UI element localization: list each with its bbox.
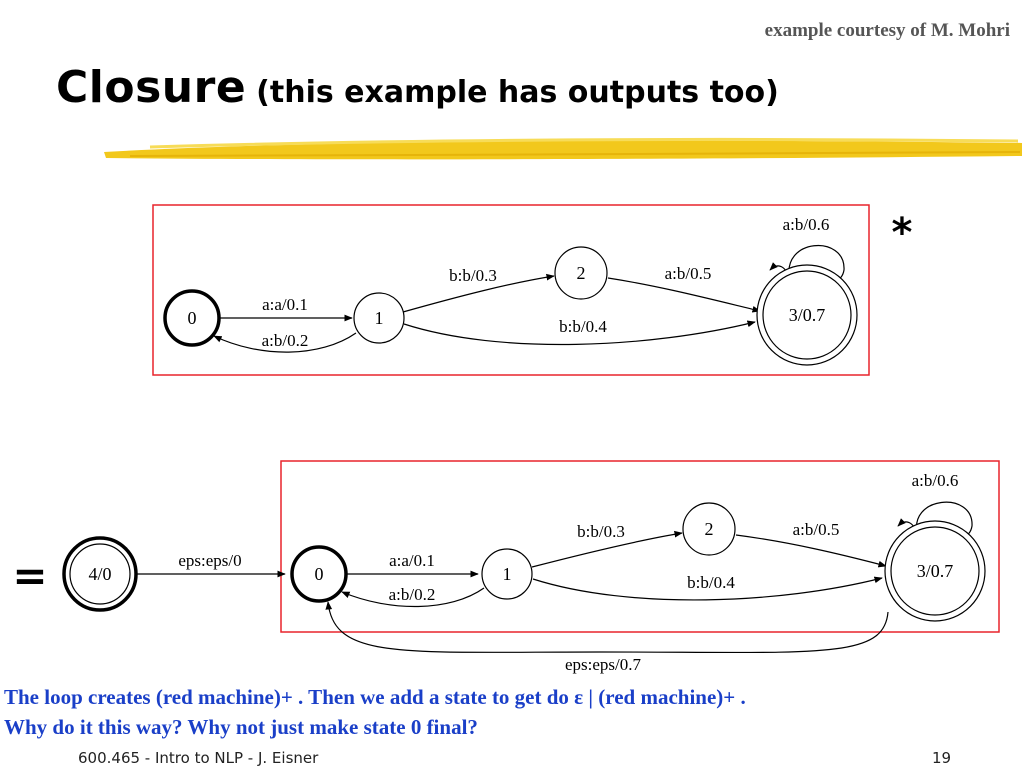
bottom-state-3-label: 3/0.7 bbox=[917, 561, 954, 581]
bottom-arc-label-1-2: b:b/0.3 bbox=[577, 522, 625, 541]
caption: The loop creates (red machine)+ . Then w… bbox=[4, 682, 1022, 742]
bottom-state-2 bbox=[682, 502, 736, 556]
bottom-arc-label-1-0: a:b/0.2 bbox=[389, 585, 436, 604]
top-state-0 bbox=[163, 289, 221, 347]
top-state-2 bbox=[554, 246, 608, 300]
bottom-arc-label-0-1: a:a/0.1 bbox=[389, 551, 435, 570]
bottom-arc-1-2 bbox=[531, 530, 683, 568]
top-state-3-inner bbox=[762, 270, 852, 360]
equals-operator: = bbox=[12, 551, 47, 600]
bottom-arc-3-0-loopback bbox=[325, 601, 889, 654]
top-state-1-label: 1 bbox=[375, 308, 384, 328]
bottom-arc-label-4-0: eps:eps/0 bbox=[178, 551, 241, 570]
top-arc-1-0 bbox=[213, 332, 357, 353]
top-arc-2-3 bbox=[607, 277, 761, 313]
top-arc-1-2 bbox=[402, 273, 555, 313]
bottom-state-1 bbox=[481, 548, 533, 600]
top-machine: 0 1 2 3/0.7 a:a/0.1 a:b/0.2 b:b/0.3 a:b/… bbox=[152, 204, 870, 376]
bottom-state-3-inner bbox=[890, 526, 980, 616]
top-arc-label-1-0: a:b/0.2 bbox=[262, 331, 309, 350]
top-arc-1-3 bbox=[403, 320, 756, 346]
caption-line-2: Why do it this way? Why not just make st… bbox=[4, 715, 478, 739]
bottom-arc-label-3-0: eps:eps/0.7 bbox=[565, 655, 642, 674]
top-arc-label-2-3: a:b/0.5 bbox=[665, 264, 712, 283]
bottom-arc-label-3-3: a:b/0.6 bbox=[912, 471, 959, 490]
bottom-state-4-label: 4/0 bbox=[88, 564, 111, 584]
caption-line-1: The loop creates (red machine)+ . Then w… bbox=[4, 685, 746, 709]
bottom-state-3-outer bbox=[884, 520, 986, 622]
star-operator: * bbox=[892, 210, 913, 256]
bottom-arc-label-1-3: b:b/0.4 bbox=[687, 573, 735, 592]
top-state-3-label: 3/0.7 bbox=[789, 305, 826, 325]
top-state-3-outer bbox=[756, 264, 858, 366]
bottom-state-0 bbox=[290, 545, 348, 603]
top-arc-label-3-3: a:b/0.6 bbox=[783, 215, 830, 234]
title-main: Closure bbox=[56, 62, 247, 113]
top-machine-box bbox=[152, 204, 870, 376]
footer-page-number: 19 bbox=[932, 749, 952, 767]
bottom-arc-1-0 bbox=[341, 587, 485, 608]
credit-note: example courtesy of M. Mohri bbox=[764, 20, 1010, 41]
top-arc-label-1-2: b:b/0.3 bbox=[449, 266, 497, 285]
top-state-1 bbox=[353, 292, 405, 344]
top-arc-label-1-3: b:b/0.4 bbox=[559, 317, 607, 336]
bottom-machine: 4/0 0 1 2 3/0.7 eps:eps/0 a:a/0.1 a:b/0.… bbox=[62, 460, 1000, 674]
top-state-2-label: 2 bbox=[577, 263, 586, 283]
bottom-machine-box bbox=[280, 460, 1000, 633]
top-state-0-label: 0 bbox=[188, 308, 197, 328]
bottom-state-2-label: 2 bbox=[705, 519, 714, 539]
bottom-arc-label-2-3: a:b/0.5 bbox=[793, 520, 840, 539]
title-highlight-stroke bbox=[104, 137, 1022, 160]
bottom-arc-1-3 bbox=[532, 576, 883, 601]
title-subtitle: (this example has outputs too) bbox=[256, 75, 779, 110]
top-arc-label-0-1: a:a/0.1 bbox=[262, 295, 308, 314]
bottom-state-4-inner bbox=[69, 543, 131, 605]
bottom-state-4-outer bbox=[62, 536, 138, 612]
bottom-state-1-label: 1 bbox=[503, 564, 512, 584]
footer-course: 600.465 - Intro to NLP - J. Eisner bbox=[78, 749, 319, 767]
bottom-arc-2-3 bbox=[735, 534, 887, 568]
bottom-state-0-label: 0 bbox=[315, 564, 324, 584]
slide-title: Closure (this example has outputs too) bbox=[56, 62, 779, 113]
